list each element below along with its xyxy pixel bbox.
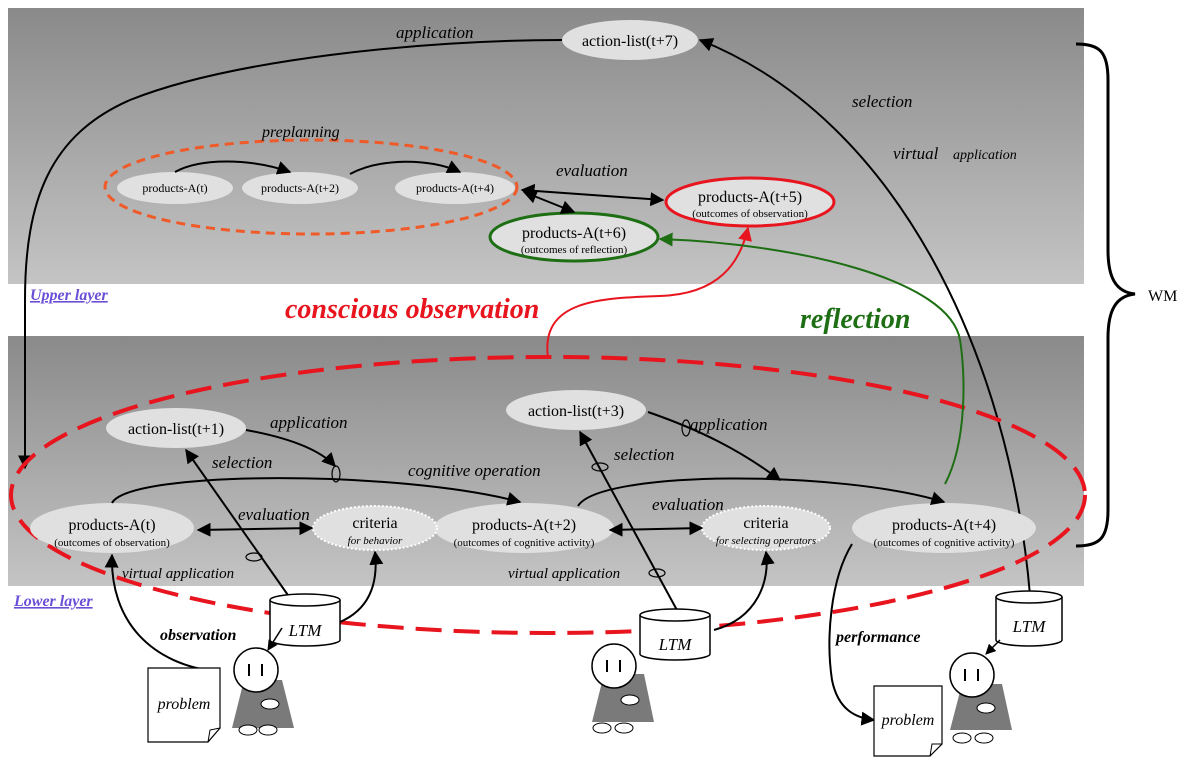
ltm-cylinder-1	[269, 593, 341, 647]
arrow-ltm2-criteria2	[713, 550, 775, 631]
node-lower-products-t	[30, 503, 194, 553]
lower-selection-label-2: selection	[614, 445, 674, 464]
node-products-t6-label: products-A(t+6)	[522, 225, 626, 242]
arrow-lower-selection-1	[185, 448, 291, 599]
node-action-list-t1-label: action-list(t+1)	[128, 421, 224, 438]
node-lower-products-t4	[852, 503, 1036, 553]
wm-label: WM	[1148, 288, 1177, 305]
problem-sheet-2	[873, 685, 943, 757]
person-icon-3	[949, 652, 1012, 744]
upper-layer-label[interactable]: Upper layer	[30, 287, 109, 304]
cognitive-operation-label: cognitive operation	[408, 461, 541, 480]
node-action-list-t3	[506, 390, 646, 430]
lower-application-label-1: application	[270, 413, 347, 432]
arrow-lower-application-2	[647, 411, 782, 481]
arrow-preplan-1	[174, 160, 292, 175]
ltm-cylinder-3	[995, 590, 1063, 647]
node-upper-products-t4-label: products-A(t+4)	[416, 181, 494, 195]
lower-selection-label-1: selection	[212, 453, 272, 472]
arrow-conscious-observation	[546, 226, 752, 359]
virtual-application-label-2: virtual application	[508, 566, 620, 582]
node-lower-products-t-sub: (outcomes of observation)	[54, 537, 170, 549]
observation-label: observation	[160, 627, 237, 644]
arrow-lower-application-1	[245, 429, 336, 468]
node-lower-products-t2	[434, 503, 614, 553]
node-products-t5-sub: (outcomes of observation)	[692, 208, 808, 220]
arrow-upper-application	[18, 39, 563, 470]
node-criteria-2-label: criteria	[743, 515, 788, 532]
node-lower-products-t4-label: products-A(t+4)	[892, 517, 996, 534]
node-action-list-t7-label: action-list(t+7)	[582, 33, 678, 50]
node-upper-products-t4	[395, 172, 515, 204]
selection-marker-2	[591, 462, 609, 472]
node-products-t6-sub: (outcomes of reflection)	[521, 244, 628, 256]
arrow-ltm3-person3	[985, 639, 1001, 655]
application-marker-2	[681, 419, 691, 437]
problem-sheet-1	[147, 667, 221, 743]
node-products-t5	[664, 176, 836, 228]
upper-evaluation-label: evaluation	[556, 161, 628, 180]
node-criteria-2-sub: for selecting operators	[716, 535, 816, 547]
arrow-selection-upper	[698, 38, 1031, 596]
node-products-t5-label: products-A(t+5)	[698, 189, 802, 206]
arrow-ltm1-criteria1	[339, 550, 384, 623]
node-action-list-t1	[106, 408, 246, 448]
node-criteria-2	[701, 505, 831, 551]
problem-label-1: problem	[157, 696, 211, 713]
node-lower-products-t2-sub: (outcomes of cognitive activity)	[454, 537, 595, 549]
application-marker-1	[331, 465, 341, 483]
selection-marker-1	[245, 552, 263, 562]
arrow-eval-t4-t6	[522, 190, 576, 214]
node-criteria-1-sub: for behavior	[348, 535, 403, 547]
upper-virtual-application-label: application	[953, 148, 1017, 163]
arrow-reflection	[658, 232, 965, 485]
node-upper-products-t2-label: products-A(t+2)	[261, 181, 339, 195]
node-criteria-1	[312, 505, 438, 551]
node-lower-products-t-label: products-A(t)	[68, 517, 155, 534]
node-upper-products-t2	[242, 172, 358, 204]
arrow-lower-evaluation-2	[608, 521, 704, 537]
arrow-cognitive-op-1	[111, 477, 522, 506]
node-upper-products-t	[117, 172, 233, 204]
lower-evaluation-label-1: evaluation	[238, 505, 310, 524]
problem-label-2: problem	[881, 712, 935, 729]
ltm-label-3: LTM	[1012, 617, 1047, 636]
arrow-preplan-2	[349, 160, 462, 175]
upper-application-label: application	[396, 23, 473, 42]
virtual-application-marker	[648, 568, 666, 578]
arrow-lower-selection-2	[579, 430, 679, 613]
ltm-cylinder-2	[639, 608, 711, 661]
node-upper-products-t-label: products-A(t)	[142, 181, 207, 195]
wm-brace	[1075, 42, 1136, 548]
reflection-label: reflection	[800, 304, 910, 335]
performance-label: performance	[834, 629, 920, 646]
ltm-label-2: LTM	[658, 635, 693, 654]
person-icon-1	[232, 647, 294, 736]
node-lower-products-t2-label: products-A(t+2)	[472, 517, 576, 534]
arrow-cognitive-op-2	[577, 477, 946, 507]
lower-application-label-2: application	[690, 415, 767, 434]
lower-layer-label[interactable]: Lower layer	[13, 593, 93, 610]
node-criteria-1-label: criteria	[352, 515, 397, 532]
node-action-list-t7	[562, 20, 698, 60]
upper-selection-label: selection	[852, 92, 912, 111]
preplanning-ellipse	[103, 138, 519, 236]
virtual-application-label-1: virtual application	[122, 566, 234, 582]
node-lower-products-t4-sub: (outcomes of cognitive activity)	[874, 537, 1015, 549]
upper-virtual-label: virtual	[893, 144, 939, 163]
person-icon-2	[591, 643, 654, 734]
arrow-lower-evaluation-1	[196, 521, 314, 537]
arrow-ltm1-person1	[267, 627, 283, 651]
preplanning-label: preplanning	[261, 124, 340, 141]
lower-evaluation-label-2: evaluation	[652, 495, 724, 514]
node-action-list-t3-label: action-list(t+3)	[528, 403, 624, 420]
arrow-performance	[828, 543, 876, 726]
conscious-observation-label: conscious observation	[285, 294, 539, 325]
ltm-label-1: LTM	[288, 621, 323, 640]
